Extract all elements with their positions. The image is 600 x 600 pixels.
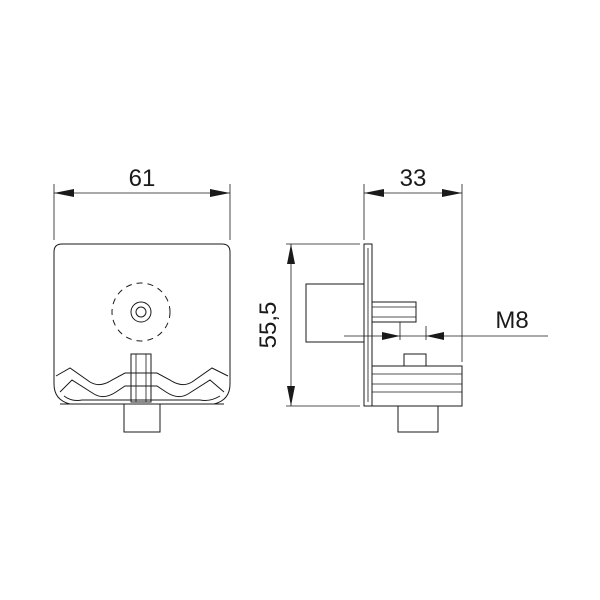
front-view-hole-inner — [135, 306, 147, 318]
side-view-block — [305, 283, 365, 343]
side-view-bolt — [371, 301, 417, 323]
dimension-height: 55,5 — [255, 243, 360, 407]
front-view-clamp-wing-inner — [59, 379, 225, 398]
arrowhead-depth-right — [442, 189, 462, 197]
dimension-front-width: 61 — [53, 165, 231, 240]
side-view — [305, 243, 463, 433]
arrowhead-depth-left — [364, 189, 384, 197]
side-view-clamp-body — [371, 365, 463, 407]
front-view-body — [53, 243, 231, 433]
side-depth-label: 33 — [400, 165, 427, 192]
dimension-thread: M8 — [344, 307, 548, 340]
front-width-label: 61 — [129, 165, 156, 192]
front-view-hole-ring — [111, 282, 171, 342]
front-view-hole-outer — [130, 301, 152, 323]
front-view-bolt-stud — [130, 353, 152, 403]
front-view-clamp-base — [63, 395, 221, 401]
arrowhead-right — [210, 189, 230, 197]
side-view-top-nut — [403, 353, 427, 367]
side-view-bottom-nut — [397, 405, 439, 433]
arrowhead-bottom — [287, 386, 295, 406]
thread-label: M8 — [495, 307, 528, 334]
arrowhead-thread-right — [426, 332, 444, 340]
front-view-clamp-wing-outer — [55, 367, 229, 386]
arrowhead-top — [287, 244, 295, 264]
front-view — [53, 243, 231, 433]
arrowhead-thread-left — [382, 332, 400, 340]
height-label: 55,5 — [255, 302, 282, 349]
arrowhead-left — [54, 189, 74, 197]
dimension-side-depth: 33 — [363, 165, 463, 362]
